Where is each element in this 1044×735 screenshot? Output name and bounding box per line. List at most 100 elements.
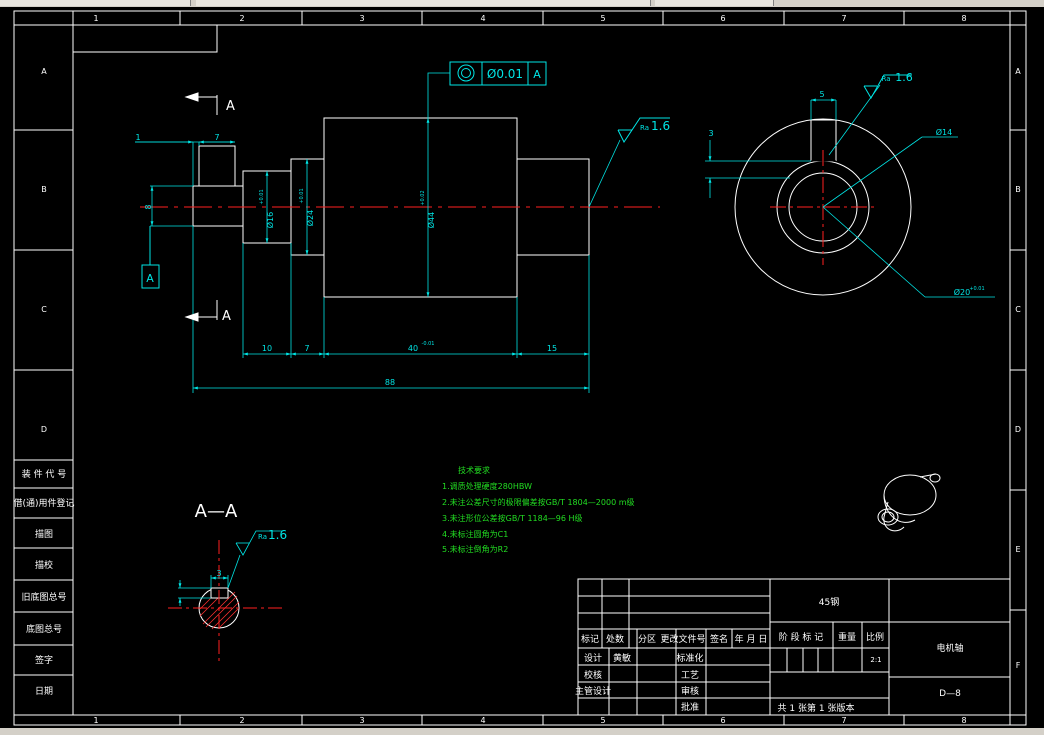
tb-role: 主管设计 xyxy=(575,685,611,697)
roughness-value: 1.6 xyxy=(651,119,670,133)
tb-header: 年 月 日 xyxy=(735,633,768,645)
tb-role2: 工艺 xyxy=(681,670,699,681)
tb-header: 更改文件号 xyxy=(660,633,705,645)
grid-row-label: A xyxy=(1015,67,1021,76)
dim-text: 3 xyxy=(216,569,221,578)
grid-col-label: 2 xyxy=(239,716,244,725)
section-aa: 3 Ra 1.6 xyxy=(168,528,287,665)
grid-col-label: 1 xyxy=(93,14,98,23)
roughness-symbol: Ra 1.6 xyxy=(617,117,670,143)
grid-col-label: 4 xyxy=(480,14,485,23)
side-view xyxy=(705,74,995,298)
grid-col-label: 4 xyxy=(480,716,485,725)
roughness-value: 1.6 xyxy=(895,71,913,84)
tech-note: 1.调质处理硬度280HBW xyxy=(442,481,532,491)
tech-note: 2.未注公差尺寸的极限偏差按GB/T 1804—2000 m级 xyxy=(442,497,635,507)
strip-label: 装 件 代 号 xyxy=(22,468,67,480)
strip-label: 旧底图总号 xyxy=(21,591,66,603)
strip-label: 日期 xyxy=(35,686,53,697)
tech-note: 4.未标注圆角为C1 xyxy=(442,529,508,539)
roughness-ra: Ra xyxy=(882,75,891,83)
section-label: A xyxy=(222,309,231,324)
tb-header: 标记 xyxy=(581,633,599,645)
tb-role: 校核 xyxy=(584,669,602,681)
dim-text: Ø24 xyxy=(305,210,315,226)
grid-col-label: 6 xyxy=(720,14,725,23)
tb-role2: 批准 xyxy=(681,701,699,713)
roughness-ra: Ra xyxy=(258,533,267,541)
tb-part-name: 电机轴 xyxy=(936,642,963,654)
tb-header: 签名 xyxy=(710,633,728,645)
grid-col-label: 3 xyxy=(359,14,364,23)
dim-text: 3 xyxy=(708,129,713,138)
grid-col-label: 7 xyxy=(841,14,846,23)
dim-text: +0.01 xyxy=(259,189,265,204)
dim-text: -0.01 xyxy=(422,341,435,347)
dim-text: Ø20 xyxy=(954,287,970,297)
dim-text: +0.02 xyxy=(420,190,426,205)
dim-text: Ø44 xyxy=(426,212,436,228)
strip-label: 签字 xyxy=(35,654,53,666)
tech-note: 3.未注形位公差按GB/T 1184—96 H级 xyxy=(442,513,583,523)
tb-role: 设计 xyxy=(584,652,602,664)
datum-label: A xyxy=(146,272,154,285)
grid-col-label: 5 xyxy=(600,14,605,23)
window-bottom-bar xyxy=(0,728,1044,735)
tolerance-frame: Ø0.01 A xyxy=(449,61,547,86)
strip-label: 描校 xyxy=(35,559,53,571)
tech-note: 5.未标注倒角为R2 xyxy=(442,544,508,554)
datum-box: A xyxy=(141,226,160,289)
grid-col-label: 5 xyxy=(600,716,605,725)
tolerance-datum: A xyxy=(533,68,541,81)
tolerance-value: Ø0.01 xyxy=(487,67,523,81)
title-block xyxy=(577,578,1011,716)
dim-text: 7 xyxy=(304,344,309,353)
dim-text: 7 xyxy=(214,133,219,142)
grid-col-label: 7 xyxy=(841,716,846,725)
tb-stage-header: 重量 xyxy=(838,631,856,643)
tb-role2: 标准化 xyxy=(676,652,703,664)
isometric-preview xyxy=(877,473,941,532)
tb-stage-header: 阶 段 标 记 xyxy=(779,631,824,643)
grid-row-label: D xyxy=(1015,425,1021,434)
grid-col-label: 2 xyxy=(239,14,244,23)
dim-text: 15 xyxy=(547,344,557,353)
grid-col-label: 1 xyxy=(93,716,98,725)
grid-col-label: 8 xyxy=(961,716,966,725)
toolbar-segment[interactable] xyxy=(0,0,191,6)
roughness-ra: Ra xyxy=(640,124,649,132)
tb-material: 45钢 xyxy=(819,596,839,608)
tb-sheet: 共 1 张第 1 张版本 xyxy=(778,702,855,714)
grid-row-label: F xyxy=(1016,661,1021,670)
strip-label: 底图总号 xyxy=(26,623,62,635)
tb-header: 处数 xyxy=(606,633,624,645)
dim-text: 1 xyxy=(135,133,140,142)
drawing-border xyxy=(13,10,1027,726)
dim-text: 88 xyxy=(385,378,395,387)
tech-notes: 技术要求 1.调质处理硬度280HBW 2.未注公差尺寸的极限偏差按GB/T 1… xyxy=(442,465,635,554)
dim-text: +0.01 xyxy=(969,286,984,292)
window-top-bar xyxy=(0,0,1044,7)
grid-row-label: D xyxy=(41,425,47,434)
section-label: A xyxy=(226,99,235,114)
strip-label: 借(通)用件登记 xyxy=(13,497,74,509)
dim-text: 8 xyxy=(144,204,153,209)
grid-row-label: C xyxy=(41,305,47,314)
dimensions-main xyxy=(135,72,621,393)
toolbar-segment[interactable] xyxy=(196,0,651,6)
dim-text: 5 xyxy=(819,90,824,99)
dim-text: 10 xyxy=(262,344,272,353)
grid-row-label: B xyxy=(41,185,47,194)
grid-col-label: 8 xyxy=(961,14,966,23)
grid-col-label: 3 xyxy=(359,716,364,725)
dim-text: Ø14 xyxy=(936,127,952,137)
grid-row-label: E xyxy=(1015,545,1020,554)
toolbar-segment[interactable] xyxy=(655,0,774,6)
grid-col-label: 6 xyxy=(720,716,725,725)
roughness-value: 1.6 xyxy=(268,528,287,542)
tb-role2: 审核 xyxy=(681,685,699,697)
tech-notes-title: 技术要求 xyxy=(458,465,490,475)
tb-name: 黄敏 xyxy=(613,652,631,664)
section-arrow-bottom: A xyxy=(184,300,231,324)
